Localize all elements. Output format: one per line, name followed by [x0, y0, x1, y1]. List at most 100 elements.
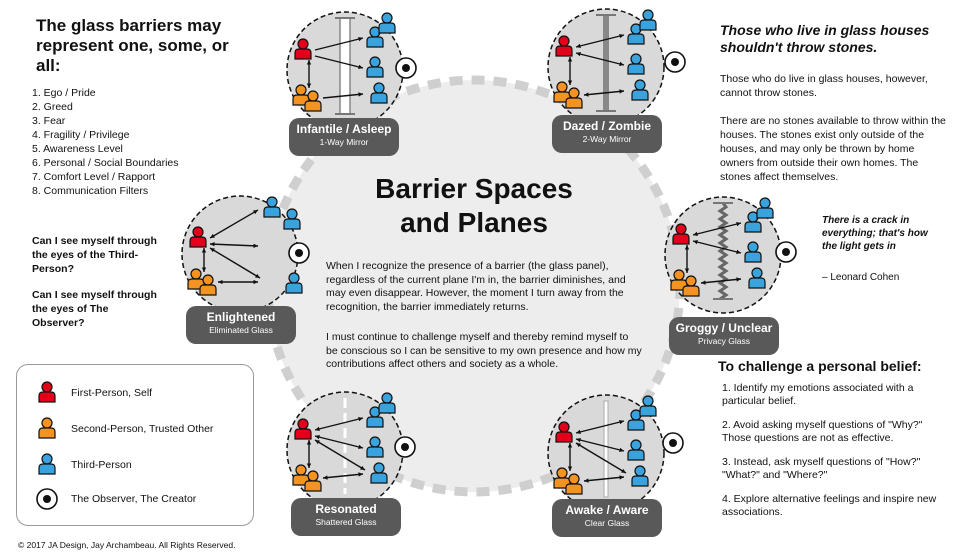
arrow-head — [736, 221, 741, 227]
first-person-icon — [294, 418, 312, 440]
interaction-arrow — [700, 278, 742, 284]
interaction-arrow — [322, 473, 364, 479]
third-person-icon — [627, 409, 645, 431]
center-title: Barrier Spaces and Planes — [316, 172, 632, 240]
state-barrier-type: Eliminated Glass — [209, 325, 273, 335]
barrier-item: 7. Comfort Level / Rapport — [32, 171, 156, 183]
arrow-head — [201, 248, 207, 253]
arrow-head — [253, 279, 258, 285]
plane-circle — [181, 195, 299, 313]
arrow-head — [306, 440, 312, 445]
second-person-icon — [565, 87, 583, 109]
arrow-head — [619, 33, 624, 39]
third-person-icon — [631, 465, 649, 487]
challenge-item: 2. Avoid asking myself questions of "Why… — [722, 419, 923, 444]
second-person-icon — [565, 473, 583, 495]
arrow-head — [360, 465, 365, 470]
state-name: Enlightened — [206, 310, 276, 324]
challenge-list: 1. Identify my emotions associated with … — [718, 382, 944, 530]
third-person-icon — [378, 392, 396, 414]
station-privacy-glass — [664, 196, 797, 314]
second-person-icon — [199, 274, 217, 296]
cohen-quote: There is a crack in everything; that's h… — [822, 215, 928, 252]
center-title-line1: Barrier Spaces — [375, 173, 573, 204]
arrow-head — [253, 210, 258, 215]
station-eliminated-glass — [181, 195, 310, 313]
arrow-head — [218, 279, 223, 285]
glass-barrier — [339, 17, 351, 115]
first-person-icon — [555, 421, 573, 443]
legend-item: The Observer, The Creator — [17, 487, 196, 511]
legend-label: The Observer, The Creator — [71, 493, 197, 505]
arrow-head — [306, 83, 312, 88]
arrow-head — [736, 249, 741, 255]
arrow-head — [567, 443, 573, 448]
arrow-head — [358, 64, 363, 70]
barrier-item: 3. Fear — [32, 115, 66, 127]
third-person-icon — [366, 436, 384, 458]
third-person-icon — [627, 53, 645, 75]
arrow-head — [693, 239, 698, 245]
third-person-icon — [744, 211, 762, 233]
station-two-way-mirror — [547, 8, 686, 126]
third-person-icon — [748, 267, 766, 289]
legend-item: Second-Person, Trusted Other — [17, 417, 213, 441]
third-person-icon — [756, 197, 774, 219]
interaction-arrow — [692, 240, 742, 254]
copyright: © 2017 JA Design, Jay Archambeau. All Ri… — [18, 540, 236, 550]
arrow-head — [701, 280, 706, 285]
interaction-arrow — [314, 435, 364, 449]
interaction-arrow — [692, 222, 742, 236]
observer-icon — [662, 432, 684, 454]
interaction-arrow — [209, 209, 259, 239]
arrow-head — [584, 478, 589, 483]
first-person-icon — [555, 35, 573, 57]
arrow-head — [576, 437, 581, 443]
interaction-arrow — [575, 442, 627, 474]
third-person-icon — [285, 272, 303, 294]
third-person-icon — [631, 79, 649, 101]
glass-houses-title: Those who live in glass houses shouldn't… — [720, 22, 930, 55]
interaction-arrow — [314, 55, 364, 69]
barrier-item: 4. Fragility / Privilege — [32, 129, 130, 141]
interaction-arrow — [575, 52, 625, 66]
glass-barrier — [603, 15, 609, 111]
third-person-icon — [639, 395, 657, 417]
state-barrier-type: Clear Glass — [584, 518, 630, 528]
first-person-icon — [294, 38, 312, 60]
station-clear-glass — [547, 394, 684, 512]
state-barrier-type: Privacy Glass — [698, 336, 750, 346]
legend-item: First-Person, Self — [17, 381, 152, 405]
arrow-head — [210, 248, 215, 253]
interaction-arrow — [314, 439, 366, 471]
barriers-title: The glass barriers may represent one, so… — [36, 16, 229, 75]
observer-icon — [288, 242, 310, 264]
station-shattered-glass — [286, 391, 416, 509]
state-barrier-type: Shattered Glass — [315, 517, 377, 527]
arrow-head — [576, 51, 581, 57]
arrow-head — [315, 434, 320, 440]
state-name: Infantile / Asleep — [296, 122, 392, 136]
legend-label: Third-Person — [71, 459, 132, 471]
observer-icon — [395, 57, 417, 79]
quote-author: – Leonard Cohen — [822, 272, 900, 283]
arrow-head — [358, 36, 363, 42]
arrow-head — [210, 242, 215, 247]
arrow-head — [210, 233, 215, 238]
legend-item: Third-Person — [17, 453, 132, 477]
interaction-arrow — [314, 37, 364, 51]
challenge-item: 3. Instead, ask myself questions of "How… — [722, 456, 921, 481]
state-barrier-type: 2-Way Mirror — [582, 134, 632, 144]
interaction-arrow — [575, 438, 625, 452]
arrow-head — [619, 447, 624, 453]
third-person-icon — [370, 462, 388, 484]
second-person-icon — [304, 90, 322, 112]
third-person-icon — [283, 208, 301, 230]
interaction-arrow — [583, 90, 625, 96]
third-person-icon — [744, 241, 762, 263]
